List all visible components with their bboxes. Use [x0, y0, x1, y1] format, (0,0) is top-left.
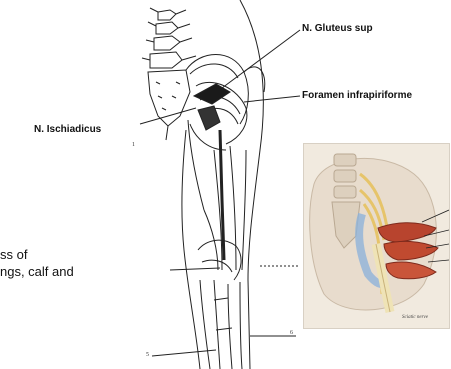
body-text-line-1: ss of [0, 247, 27, 263]
label-foramen-infrapiriforme: Foramen infrapiriforme [302, 90, 412, 101]
label-n-ischiadicus: N. Ischiadicus [34, 124, 101, 135]
inset-caption: Sciatic nerve [402, 315, 428, 320]
line-label-1: 1 [132, 142, 135, 148]
line-label-5: 5 [146, 352, 149, 358]
body-text-line-2: ngs, calf and [0, 264, 74, 280]
label-n-gluteus-sup: N. Gluteus sup [302, 23, 373, 34]
line-label-6: 6 [290, 330, 293, 336]
gluteal-muscles-drawing [190, 82, 247, 150]
sciatic-nerve-inset-image: Sciatic nerve [303, 143, 450, 329]
leader-lines [140, 30, 300, 356]
